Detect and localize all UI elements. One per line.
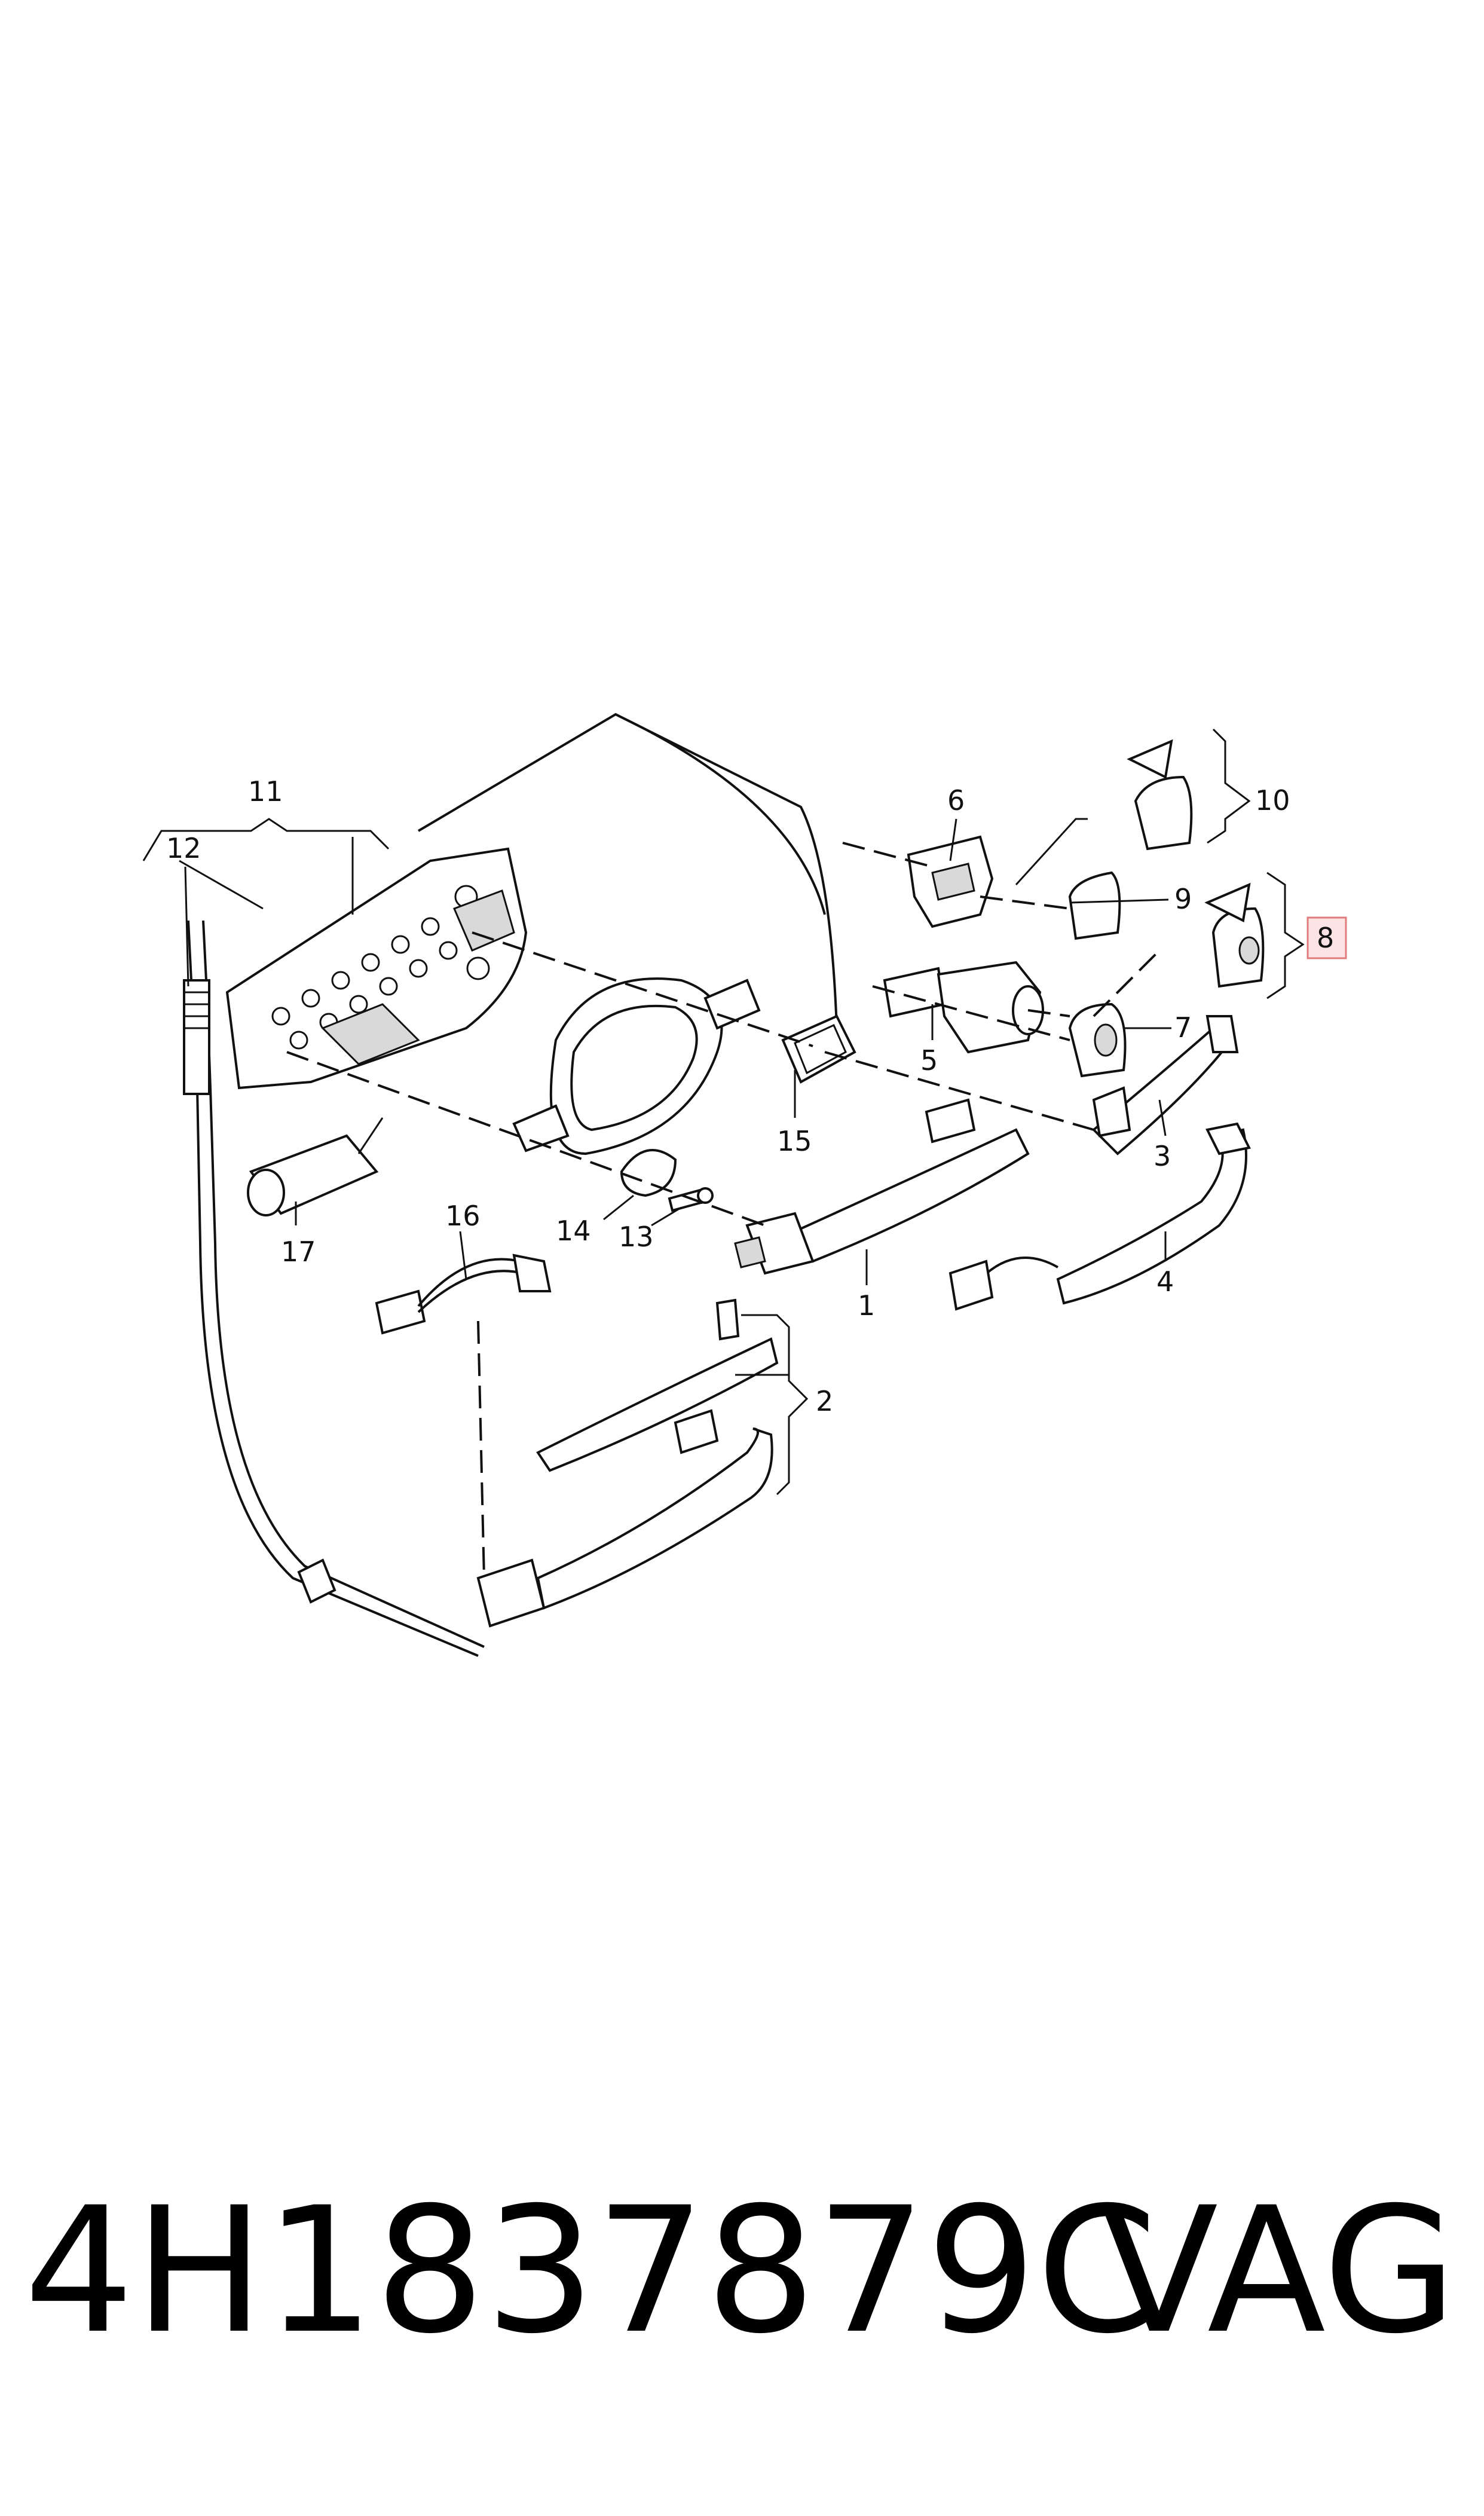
part-6-lock-mechanism <box>907 835 994 928</box>
callout-17[interactable]: 17 <box>281 1236 316 1268</box>
part-9-cap <box>1068 871 1121 940</box>
callout-10[interactable]: 10 <box>1255 784 1290 817</box>
part-1-handle <box>734 1098 1030 1275</box>
part-footer: 4H1837879C VAG <box>24 2182 1458 2361</box>
callout-labels: 1 2 3 4 5 6 7 8 9 10 11 12 13 14 15 16 1… <box>166 775 1334 1417</box>
callout-7[interactable]: 7 <box>1174 1011 1192 1044</box>
part-number: 4H1837879C <box>24 2170 1158 2372</box>
callout-8-highlight <box>1306 916 1347 959</box>
vendor-name: VAG <box>1100 2170 1457 2372</box>
callout-12[interactable]: 12 <box>166 832 201 864</box>
part-14-clip <box>620 1149 677 1197</box>
part-16-harness <box>375 1254 552 1335</box>
callout-15[interactable]: 15 <box>777 1125 812 1157</box>
callout-11[interactable]: 11 <box>248 775 283 808</box>
leader-lines <box>142 728 1305 1496</box>
callout-14[interactable]: 14 <box>556 1215 591 1247</box>
callout-1[interactable]: 1 <box>858 1289 875 1322</box>
door-panel <box>417 713 838 1155</box>
part-17-connector <box>247 1117 384 1216</box>
part-11-carrier-bracket <box>225 847 528 1090</box>
callout-16[interactable]: 16 <box>445 1200 481 1232</box>
part-7-cap <box>1068 1002 1127 1078</box>
callout-8[interactable]: 8 <box>1317 922 1334 954</box>
part-13-screw <box>668 1187 714 1212</box>
callout-9[interactable]: 9 <box>1174 883 1192 915</box>
callout-3[interactable]: 3 <box>1153 1140 1171 1172</box>
part-5-lock-cylinder <box>883 961 1044 1054</box>
part-15-gasket <box>781 1014 856 1084</box>
callout-13[interactable]: 13 <box>619 1221 654 1253</box>
part-8-cap <box>1204 882 1265 988</box>
part-10-cap <box>1127 739 1193 851</box>
part-12-bowden-cable <box>183 920 485 1657</box>
callout-2[interactable]: 2 <box>816 1385 833 1417</box>
callout-6[interactable]: 6 <box>947 784 965 817</box>
callout-5[interactable]: 5 <box>920 1044 938 1077</box>
part-2-handle-set <box>476 1298 779 1628</box>
assembly-lines <box>286 842 1161 1579</box>
part-3-handle-gasket <box>1092 1015 1239 1155</box>
callout-4[interactable]: 4 <box>1156 1265 1174 1298</box>
part-4-handle-harness <box>948 1122 1251 1311</box>
